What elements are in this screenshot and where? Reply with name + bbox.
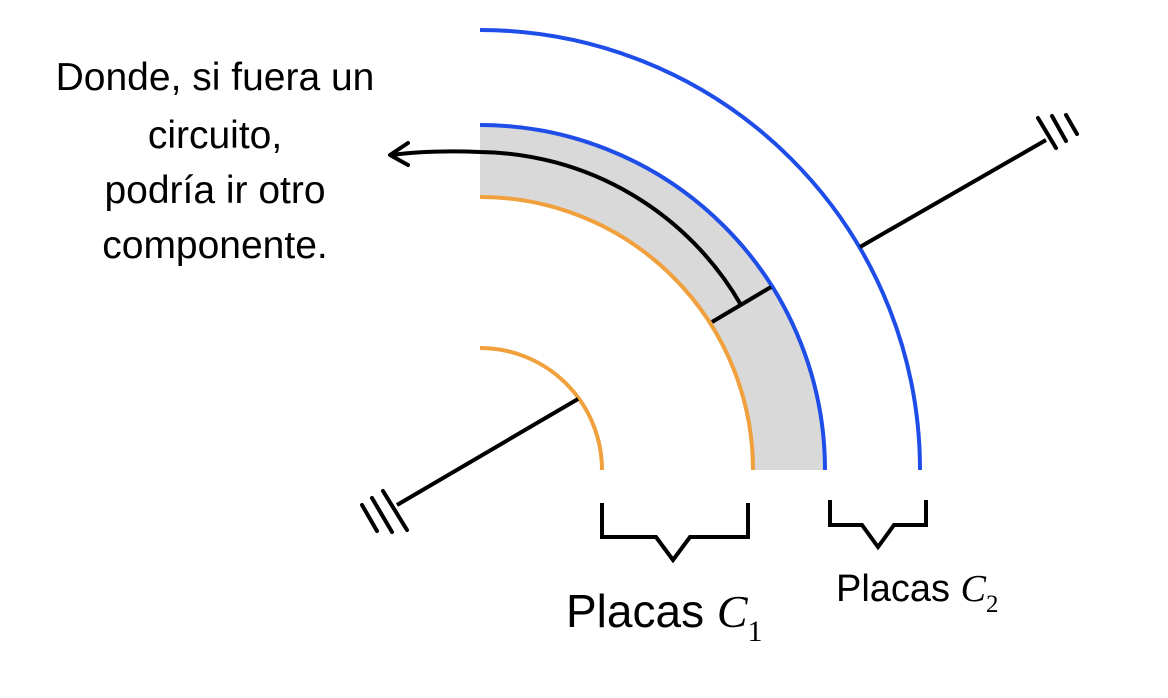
ground-icon-left [360, 489, 409, 534]
label-placas-c1-text: Placas [566, 585, 717, 637]
label-placas-c2-text: Placas [836, 568, 961, 610]
label-c1-symbol: C [716, 586, 748, 637]
annotation-line-3: podría ir otro [104, 169, 326, 212]
ground-wire-c2 [859, 138, 1047, 249]
annotation-line-1: Donde, si fuera un [55, 56, 375, 99]
dielectric-region [480, 125, 825, 470]
c2-inner-plate [479, 123, 827, 471]
c2-brace [828, 500, 928, 551]
middle-wire [391, 149, 743, 306]
c1-brace [600, 503, 750, 564]
c1-outer-plate [479, 195, 755, 471]
c2-outer-plate [479, 28, 922, 471]
label-c2-subscript: 2 [985, 591, 999, 618]
label-c1-subscript: 1 [747, 615, 763, 648]
annotation-line-4: componente. [102, 224, 328, 267]
label-placas-c2: Placas C2 [836, 567, 998, 618]
ground-icon-right [1036, 113, 1079, 150]
label-placas-c1: Placas C1 [566, 584, 763, 648]
arrow-head [388, 141, 410, 167]
ground-wire-c1 [395, 397, 580, 507]
label-c2-symbol: C [960, 568, 986, 610]
c1-inner-plate [479, 346, 604, 471]
annotation-line-2: circuito, [147, 114, 283, 157]
